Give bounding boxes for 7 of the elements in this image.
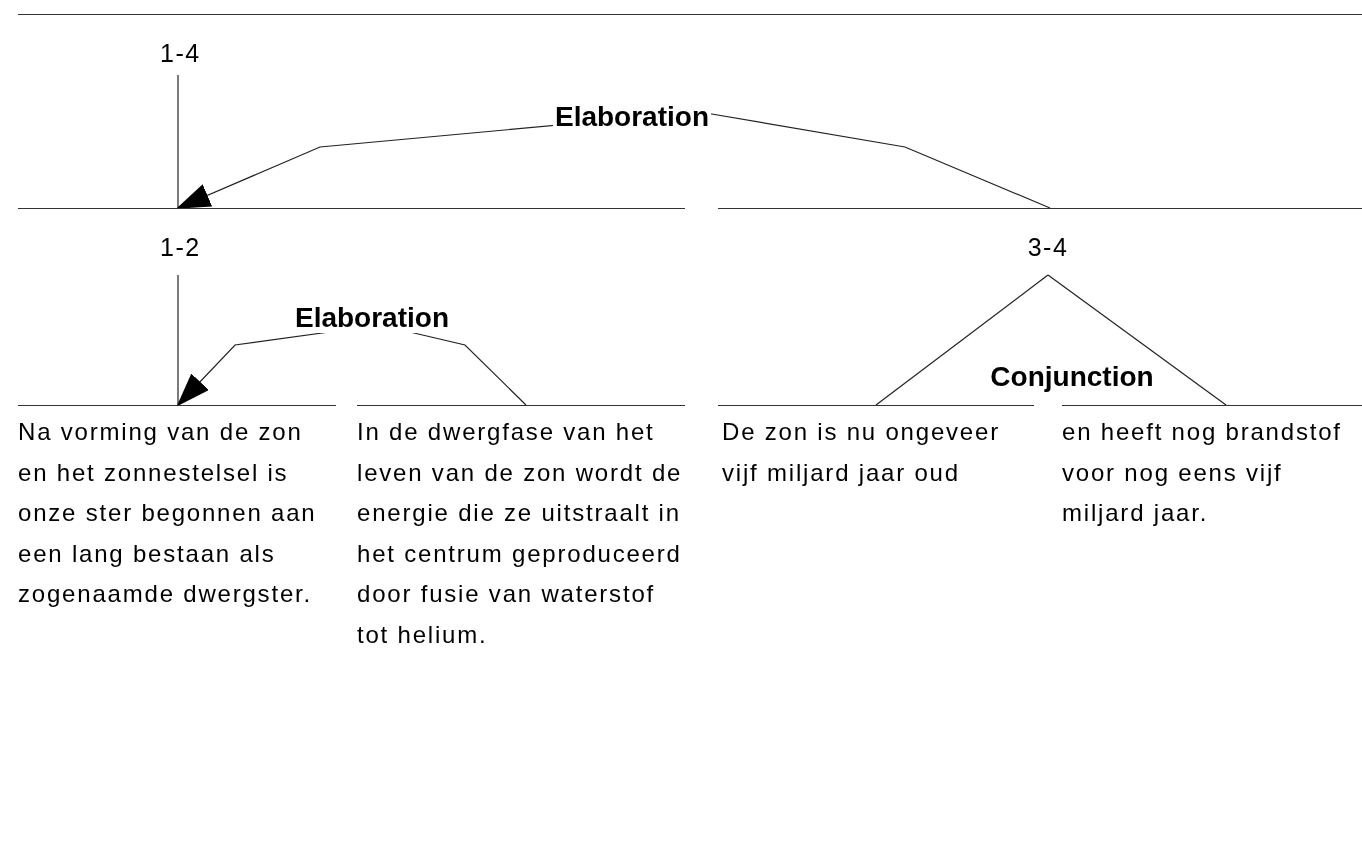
span-label: 3-4	[1027, 233, 1069, 261]
span-label: 1-4	[160, 39, 201, 67]
span-label: 1-2	[160, 233, 201, 261]
segment-text: en heeft nog brandstof voor nog eens vijf miljard jaar.	[1062, 417, 1343, 528]
segment-text: In de dwergfase van het leven van de zon wordt de energie die ze uitstraalt in het centrum geproduceerd door fusie van waterstof tot helium.	[357, 417, 684, 650]
segment-text: De zon is nu ongeveer vijf miljard jaar oud	[722, 417, 1001, 488]
segment-text: Na vorming van de zon en het zonnestelsel is onze ster begonnen aan een lang bestaan als zogenaamde dwergster.	[18, 417, 318, 609]
